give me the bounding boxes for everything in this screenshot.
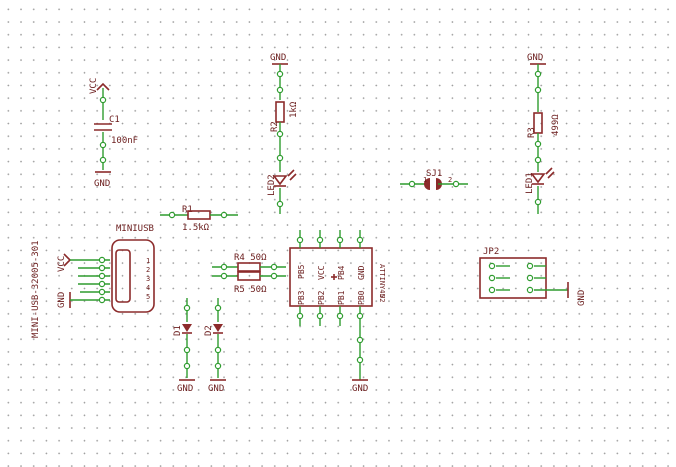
diode-d1[interactable] bbox=[179, 298, 195, 381]
u2-vcc-label: VCC bbox=[317, 265, 326, 280]
gnd-label-d1: GND bbox=[177, 384, 193, 394]
resistor-r1[interactable] bbox=[160, 210, 238, 220]
sj1-pin1-label: 1 bbox=[423, 176, 427, 184]
r4-label: R4 50Ω bbox=[234, 253, 267, 263]
gnd-label-led2: GND bbox=[270, 53, 286, 63]
u2-pb4-label: PB4 bbox=[337, 265, 346, 280]
miniusb-connector-label: MINI-USB-32005-301 bbox=[31, 240, 41, 338]
header-jp2[interactable] bbox=[479, 257, 569, 299]
usb-pin2-label: 2 bbox=[146, 266, 150, 274]
usb-pin5-label: 5 bbox=[146, 293, 150, 301]
ic-u2-attiny45[interactable] bbox=[289, 230, 373, 381]
r2-name-label: R2 bbox=[270, 121, 280, 132]
r1-name-label: R1 bbox=[182, 205, 193, 215]
mini-usb-connector[interactable] bbox=[63, 239, 155, 313]
vcc-label-usb: VCC bbox=[57, 256, 67, 272]
gnd-label-jp2: GND bbox=[577, 290, 587, 306]
c1-value-label: 100nF bbox=[111, 136, 138, 146]
miniusb-part-label: MINIUSB bbox=[116, 224, 154, 234]
vcc-label-c1: VCC bbox=[89, 78, 99, 94]
sj1-name-label: SJ1 bbox=[426, 169, 442, 179]
u2-pb0-label: PB0 bbox=[357, 290, 366, 305]
u2-gnd-label: GND bbox=[357, 265, 366, 280]
gnd-label-u2: GND bbox=[352, 384, 368, 394]
jp2-name-label: JP2 bbox=[483, 247, 499, 257]
resistor-r2-led2-chain[interactable] bbox=[272, 63, 297, 214]
u2-pb5-label: PB5 bbox=[297, 264, 306, 279]
capacitor-c1[interactable] bbox=[94, 82, 112, 173]
u2-name-label: U2 bbox=[378, 294, 386, 302]
usb-pin3-label: 3 bbox=[146, 275, 150, 283]
gnd-label-c1: GND bbox=[94, 179, 110, 189]
usb-pin1-label: 1 bbox=[146, 257, 150, 265]
r1-value-label: 1.5kΩ bbox=[182, 223, 210, 233]
u2-pb2-label: PB2 bbox=[317, 290, 326, 305]
diode-d2[interactable] bbox=[210, 298, 226, 381]
gnd-label-usb: GND bbox=[57, 292, 67, 308]
r3-name-label: R3 bbox=[527, 127, 537, 138]
gnd-label-d2: GND bbox=[208, 384, 224, 394]
gnd-label-led1: GND bbox=[527, 53, 543, 63]
r3-value-label: 499Ω bbox=[551, 114, 561, 136]
resistor-r4-r5[interactable] bbox=[212, 262, 286, 281]
r2-value-label: 1kΩ bbox=[289, 101, 299, 118]
led2-name-label: LED2 bbox=[267, 174, 277, 196]
d2-name-label: D2 bbox=[204, 325, 214, 336]
d1-name-label: D1 bbox=[173, 325, 183, 336]
u2-pb1-label: PB1 bbox=[337, 290, 346, 305]
led1-name-label: LED1 bbox=[525, 172, 535, 194]
usb-pin4-label: 4 bbox=[146, 284, 150, 292]
u2-pb3-label: PB3 bbox=[297, 290, 306, 305]
solder-jumper-sj1[interactable] bbox=[400, 178, 468, 190]
u2-part-label: ATTINY45 bbox=[378, 264, 386, 298]
r5-label: R5 50Ω bbox=[234, 285, 267, 295]
resistor-r3-led1-chain[interactable] bbox=[530, 63, 555, 214]
c1-name-label: C1 bbox=[109, 115, 120, 125]
sj1-pin2-label: 2 bbox=[448, 176, 452, 184]
